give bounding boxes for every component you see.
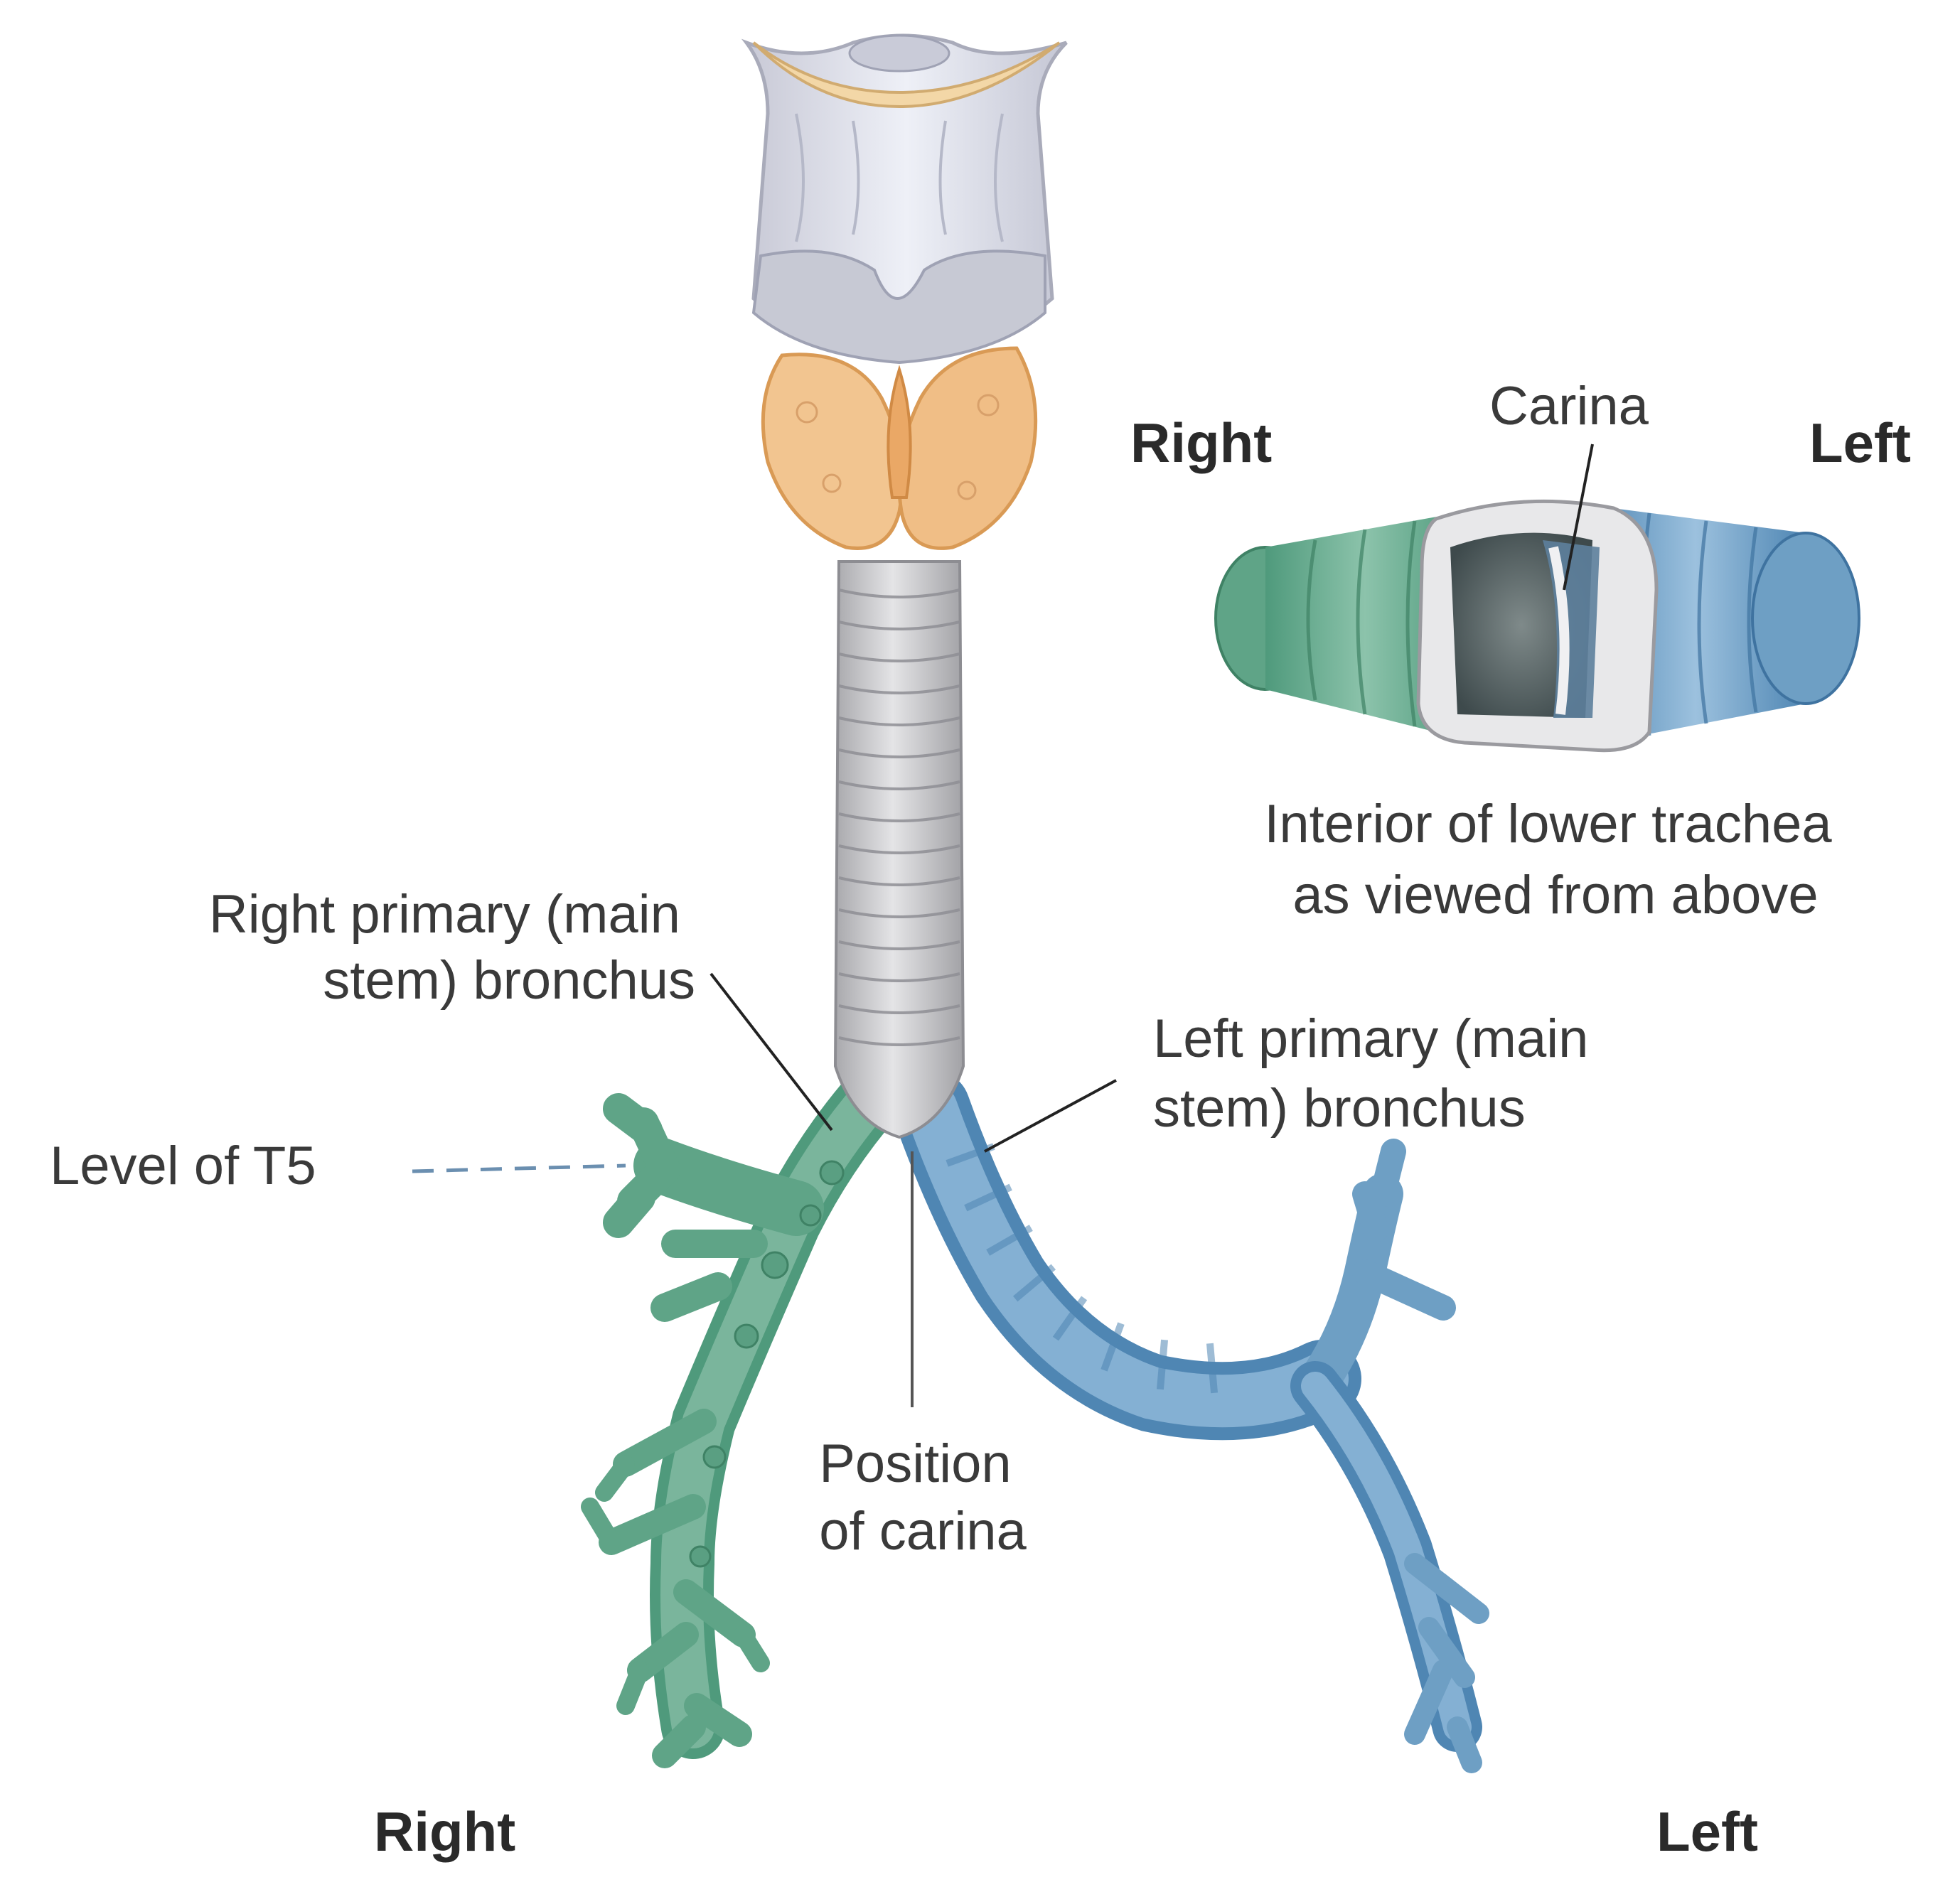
bottom-right-side-label: Right	[374, 1800, 515, 1863]
left-bronchus-leader-line	[984, 1079, 1117, 1153]
right-bronchus-leader-line	[709, 972, 833, 1131]
carina-pointer-line	[1563, 443, 1594, 591]
inset-carina-label: Carina	[1489, 376, 1649, 436]
bottom-left-side-label: Left	[1656, 1800, 1758, 1863]
trachea-illustration	[581, 33, 1489, 1773]
inset-caption: Interior of lower trachea as viewed from…	[1264, 794, 1847, 925]
left-primary-bronchus-label: Left primary (main stem) bronchus	[1153, 1009, 1604, 1139]
inset-right-bronchus	[1214, 512, 1464, 739]
level-of-t5-label: Level of T5	[50, 1136, 316, 1196]
inset-trachea-cut-face	[1416, 499, 1659, 753]
left-bronchial-tree	[892, 1070, 1489, 1773]
right-bronchial-tree	[581, 1063, 906, 1768]
position-of-carina-label: Position of carina	[819, 1434, 1027, 1561]
inset-lower-trachea-interior	[1214, 443, 1860, 753]
level-t5-dashed-line	[412, 1163, 626, 1173]
thyroid-gland	[761, 346, 1038, 550]
inset-left-label: Left	[1809, 412, 1911, 474]
right-primary-bronchus-label: Right primary (main stem) bronchus	[209, 884, 695, 1011]
inset-right-label: Right	[1130, 412, 1272, 474]
larynx	[741, 33, 1068, 365]
trachea	[833, 560, 965, 1139]
